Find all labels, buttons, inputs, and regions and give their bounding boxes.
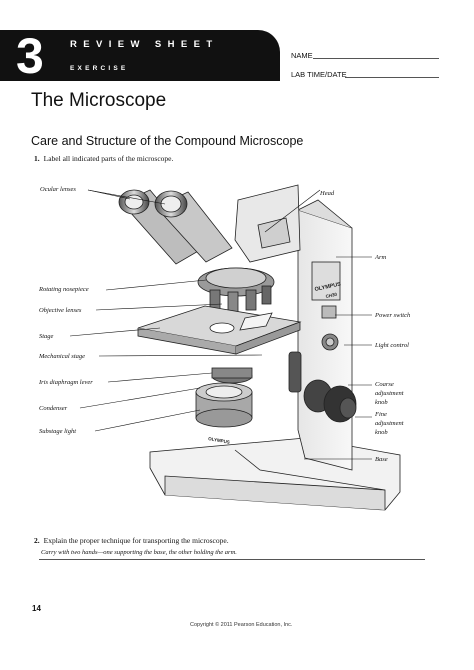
brand-name: OLYMPUS bbox=[314, 281, 342, 292]
label-rotating-nosepiece: Rotating nosepiece bbox=[39, 286, 89, 293]
label-substage-light: Substage light bbox=[39, 428, 77, 435]
question-2-text: Explain the proper technique for transpo… bbox=[43, 536, 229, 545]
review-sheet-label: REVIEW SHEET bbox=[70, 39, 219, 50]
answer-line bbox=[39, 559, 425, 560]
question-1: 1.Label all indicated parts of the micro… bbox=[34, 154, 173, 163]
name-label: NAME bbox=[291, 51, 313, 60]
lab-time-line bbox=[345, 77, 439, 78]
page-number: 14 bbox=[32, 604, 41, 613]
question-1-text: Label all indicated parts of the microsc… bbox=[43, 154, 174, 163]
brand-model: CH30 bbox=[325, 292, 338, 299]
leader-lines bbox=[69, 189, 372, 460]
label-stage: Stage bbox=[39, 333, 54, 340]
brand-base: OLYMPUS bbox=[208, 436, 230, 445]
exercise-label: EXERCISE bbox=[70, 65, 129, 72]
label-iris-diaphragm-lever: Iris diaphragm lever bbox=[39, 379, 93, 386]
exercise-banner: 3 REVIEW SHEET EXERCISE bbox=[0, 28, 280, 84]
label-base: Base bbox=[375, 456, 388, 463]
section-title: Care and Structure of the Compound Micro… bbox=[31, 134, 304, 148]
name-field[interactable]: NAME bbox=[291, 51, 439, 60]
label-head: Head bbox=[320, 190, 335, 197]
label-coarse-adjustment-knob: Coarse adjustment knob bbox=[375, 381, 404, 406]
question-2: 2.Explain the proper technique for trans… bbox=[34, 536, 229, 545]
name-line bbox=[313, 58, 439, 59]
label-light-control: Light control bbox=[375, 342, 409, 349]
exercise-number: 3 bbox=[16, 28, 44, 84]
label-objective-lenses: Objective lenses bbox=[39, 307, 82, 314]
label-arm: Arm bbox=[375, 254, 387, 261]
question-2-number: 2. bbox=[34, 536, 40, 545]
label-mechanical-stage: Mechanical stage bbox=[39, 353, 86, 360]
page-title: The Microscope bbox=[31, 90, 167, 111]
question-1-number: 1. bbox=[34, 154, 40, 163]
lab-time-label: LAB TIME/DATE bbox=[291, 70, 347, 79]
label-condenser: Condenser bbox=[39, 405, 68, 412]
label-fine-adjustment-knob: Fine adjustment knob bbox=[375, 411, 404, 436]
answer-2: Carry with two hands—one supporting the … bbox=[41, 549, 237, 556]
label-power-switch: Power switch bbox=[375, 312, 411, 319]
lab-time-field[interactable]: LAB TIME/DATE bbox=[291, 70, 439, 79]
label-ocular-lenses: Ocular lenses bbox=[40, 186, 76, 193]
copyright: Copyright © 2011 Pearson Education, Inc. bbox=[190, 622, 293, 628]
